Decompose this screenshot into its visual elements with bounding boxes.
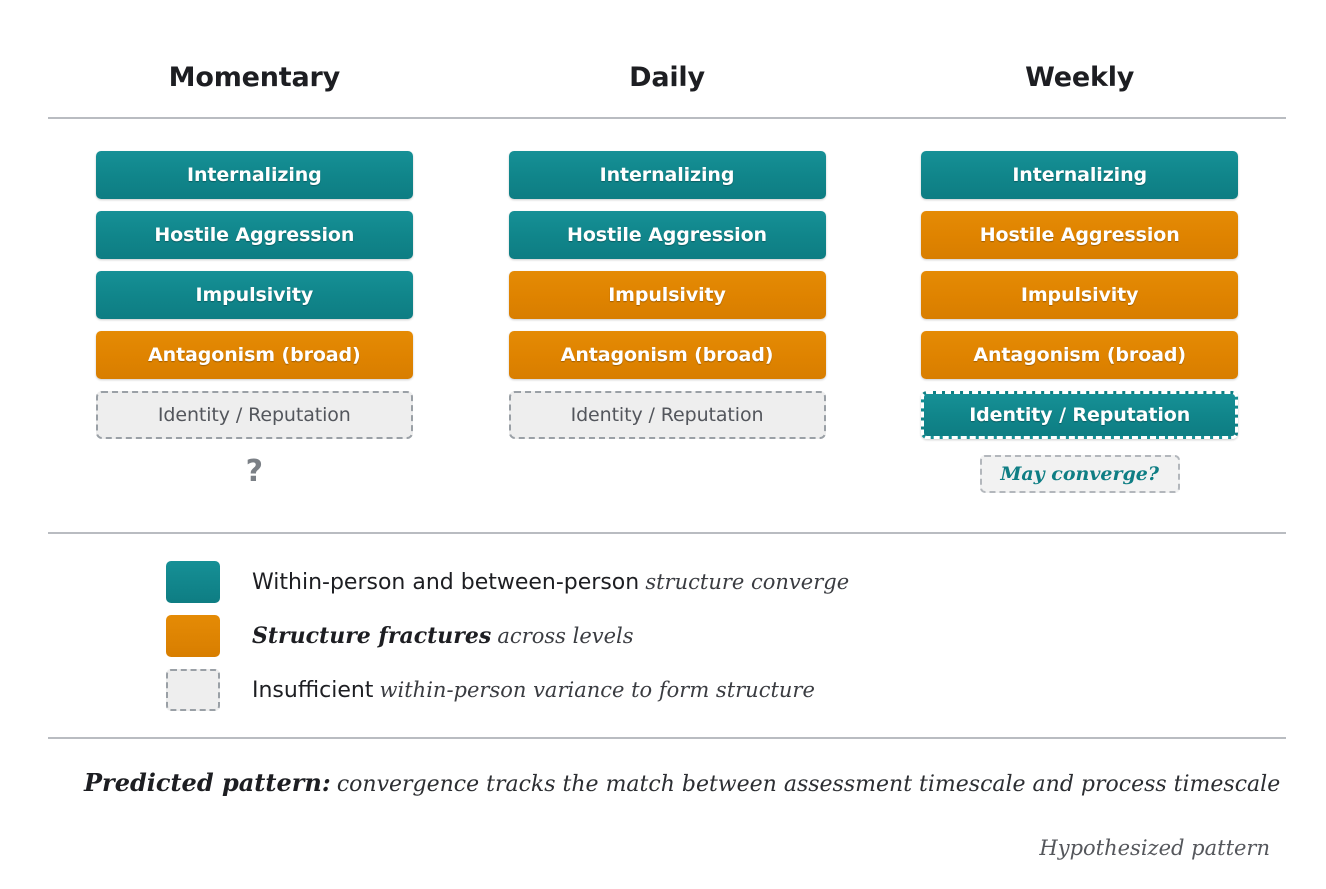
column-header-daily: Daily	[629, 62, 705, 93]
legend-item-converge: Within-person and between-person structu…	[166, 560, 849, 604]
predicted-pattern-label: Predicted pattern:	[84, 768, 331, 797]
bar-daily-internalizing: Internalizing	[508, 151, 826, 199]
predicted-pattern-body: convergence tracks the match between ass…	[336, 772, 1281, 797]
column-header-row: Momentary Daily Weekly	[48, 62, 1286, 93]
legend-emphasis-insufficient: within-person variance to form structure	[379, 678, 815, 702]
bar-momentary-internalizing: Internalizing	[95, 151, 413, 199]
legend-strong-fracture: Structure fractures	[252, 623, 492, 649]
divider-above-footer	[48, 737, 1286, 739]
bar-weekly-impulsivity: Impulsivity	[921, 271, 1239, 319]
column-weekly: Internalizing Hostile Aggression Impulsi…	[873, 151, 1286, 495]
bar-weekly-internalizing: Internalizing	[921, 151, 1239, 199]
legend-swatch-dashed-icon	[166, 669, 220, 711]
bar-weekly-antagonism: Antagonism (broad)	[921, 331, 1239, 379]
legend-emphasis-converge: structure converge	[645, 570, 850, 594]
may-converge-note: May converge?	[979, 455, 1180, 493]
legend: Within-person and between-person structu…	[166, 560, 849, 712]
legend-strong-insufficient: Insufficient	[252, 678, 374, 703]
bar-daily-antagonism: Antagonism (broad)	[508, 331, 826, 379]
construct-grid: Internalizing Hostile Aggression Impulsi…	[48, 151, 1286, 495]
bar-daily-impulsivity: Impulsivity	[508, 271, 826, 319]
legend-swatch-orange-icon	[166, 615, 220, 657]
bar-momentary-antagonism: Antagonism (broad)	[95, 331, 413, 379]
bar-daily-identity-reputation: Identity / Reputation	[508, 391, 826, 439]
legend-item-fracture: Structure fractures across levels	[166, 614, 849, 658]
question-mark-annotation: ?	[245, 454, 264, 489]
bar-momentary-impulsivity: Impulsivity	[95, 271, 413, 319]
legend-label-fracture: Structure fractures across levels	[252, 623, 634, 649]
column-momentary: Internalizing Hostile Aggression Impulsi…	[48, 151, 461, 495]
bar-weekly-identity-reputation: Identity / Reputation	[921, 391, 1239, 439]
column-daily: Internalizing Hostile Aggression Impulsi…	[461, 151, 874, 495]
bar-momentary-identity-reputation: Identity / Reputation	[95, 391, 413, 439]
legend-swatch-teal-icon	[166, 561, 220, 603]
divider-under-headers	[48, 117, 1286, 119]
column-header-momentary: Momentary	[168, 62, 341, 93]
legend-item-insufficient: Insufficient within-person variance to f…	[166, 668, 849, 712]
legend-label-insufficient: Insufficient within-person variance to f…	[252, 677, 815, 703]
legend-emphasis-fracture: across levels	[497, 624, 634, 648]
hypothesized-pattern-note: Hypothesized pattern	[1039, 836, 1270, 860]
bar-daily-hostile-aggression: Hostile Aggression	[508, 211, 826, 259]
bar-weekly-hostile-aggression: Hostile Aggression	[921, 211, 1239, 259]
divider-above-legend	[48, 532, 1286, 534]
predicted-pattern-line: Predicted pattern: convergence tracks th…	[84, 768, 1280, 797]
bar-momentary-hostile-aggression: Hostile Aggression	[95, 211, 413, 259]
column-header-weekly: Weekly	[1025, 62, 1135, 93]
legend-label-converge: Within-person and between-person structu…	[252, 569, 849, 595]
legend-strong-converge: Within-person and between-person	[252, 570, 640, 595]
